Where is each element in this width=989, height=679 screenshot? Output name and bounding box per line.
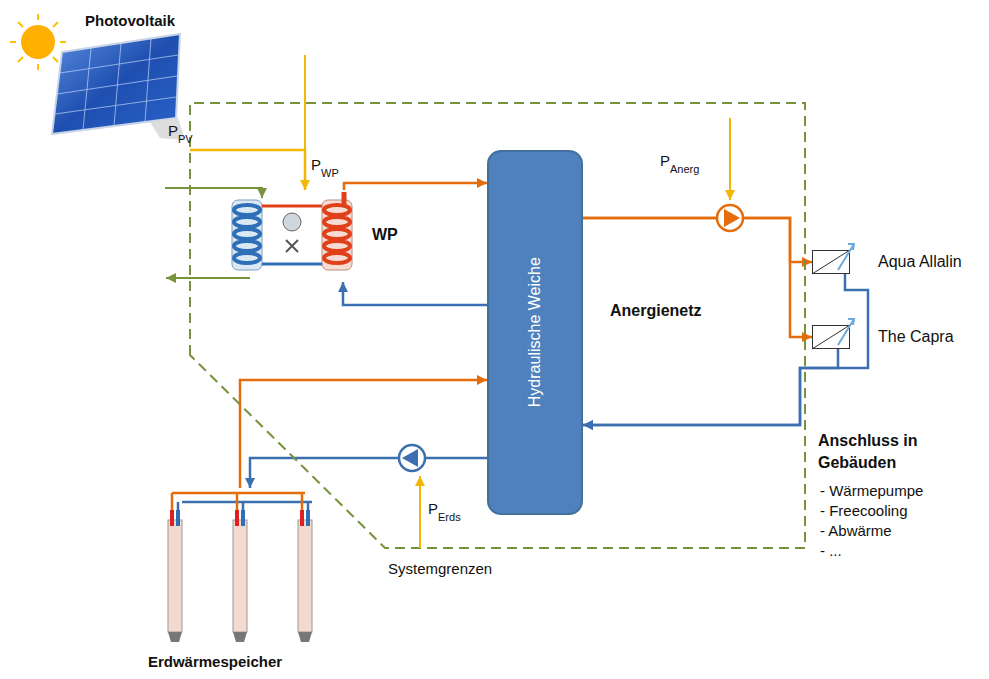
subscript-label: Erds xyxy=(438,511,461,524)
flow-connector xyxy=(240,380,487,488)
heading-label: Anergienetz xyxy=(610,302,702,320)
hydraulic-separator: Hydraulische Weiche xyxy=(487,150,583,515)
node-label: Aqua Allalin xyxy=(878,253,962,271)
heat-exchanger-symbol xyxy=(812,250,850,274)
subscript-label: PV xyxy=(178,133,193,146)
exchanger-glyph xyxy=(812,250,850,274)
exchanger-glyph xyxy=(812,325,850,349)
node-label: WP xyxy=(372,226,398,244)
pump-symbol xyxy=(717,205,743,231)
flow-connector xyxy=(343,282,487,305)
source-lines xyxy=(165,188,262,278)
node-label: Erdwärmespeicher xyxy=(148,653,282,670)
probe-pipe xyxy=(176,510,180,526)
text-label: - ... xyxy=(820,542,842,559)
power-line xyxy=(419,476,421,548)
heat-exchanger-node: Aqua Allalin xyxy=(812,250,966,274)
probe-pipe xyxy=(170,510,174,526)
text-label: - Freecooling xyxy=(820,502,908,519)
probe-body xyxy=(168,520,182,632)
probe-pipe xyxy=(300,510,304,526)
text-label: - Abwärme xyxy=(820,522,892,539)
power-line xyxy=(304,55,306,150)
probe-link xyxy=(171,493,174,510)
flow-connector xyxy=(190,150,305,190)
probe-link xyxy=(242,502,245,510)
heading-label: Anschluss in Gebäuden xyxy=(818,430,968,473)
exchanger-arrow xyxy=(838,319,854,345)
probe-link xyxy=(177,502,180,510)
text-label: Systemgrenzen xyxy=(388,560,492,577)
probe-pipe xyxy=(235,510,239,526)
ground-probes xyxy=(168,493,312,642)
probe-body xyxy=(233,520,247,632)
probe-pipe xyxy=(306,510,310,526)
subscript-label: Anerg xyxy=(670,163,699,176)
subscript-label: WP xyxy=(321,167,339,180)
probe-body xyxy=(298,520,312,632)
exchanger-diagonal xyxy=(812,250,850,274)
pv-panel xyxy=(52,34,185,140)
exchanger-arrow xyxy=(838,244,854,270)
probe-link xyxy=(236,493,239,510)
heat-pump-illustration xyxy=(232,192,352,270)
exchanger-diagonal xyxy=(812,325,850,349)
flow-connector xyxy=(583,218,812,337)
text-label: P xyxy=(428,500,438,517)
power-line xyxy=(729,118,731,200)
sun-icon xyxy=(10,14,66,70)
flow-connector xyxy=(344,183,487,190)
text-label: P xyxy=(311,156,321,173)
pump-symbol xyxy=(399,445,425,471)
node-label: Photovoltaik xyxy=(85,12,175,29)
node-label: The Capra xyxy=(878,328,954,346)
heat-exchanger-symbol xyxy=(812,325,850,349)
flow-connector xyxy=(583,218,812,262)
text-label: P xyxy=(660,152,670,169)
system-boundary xyxy=(190,103,805,548)
probe-link xyxy=(307,502,310,510)
probe-tip xyxy=(233,632,247,642)
probe-tip xyxy=(168,632,182,642)
probe-pipe xyxy=(241,510,245,526)
flow-connector xyxy=(583,349,838,425)
ground-storage-node: Erdwärmespeicher xyxy=(120,488,310,674)
pv-node: Photovoltaik xyxy=(30,8,190,158)
text-label: - Wärmepumpe xyxy=(820,482,923,499)
heat-pump-node: WP xyxy=(222,190,412,282)
heat-exchanger-node: The Capra xyxy=(812,325,958,349)
flow-connector xyxy=(583,274,868,425)
text-label: P xyxy=(168,122,178,139)
node-label: Hydraulische Weiche xyxy=(526,257,544,407)
probe-link xyxy=(301,493,304,510)
flow-connector xyxy=(250,458,487,488)
probe-tip xyxy=(298,632,312,642)
